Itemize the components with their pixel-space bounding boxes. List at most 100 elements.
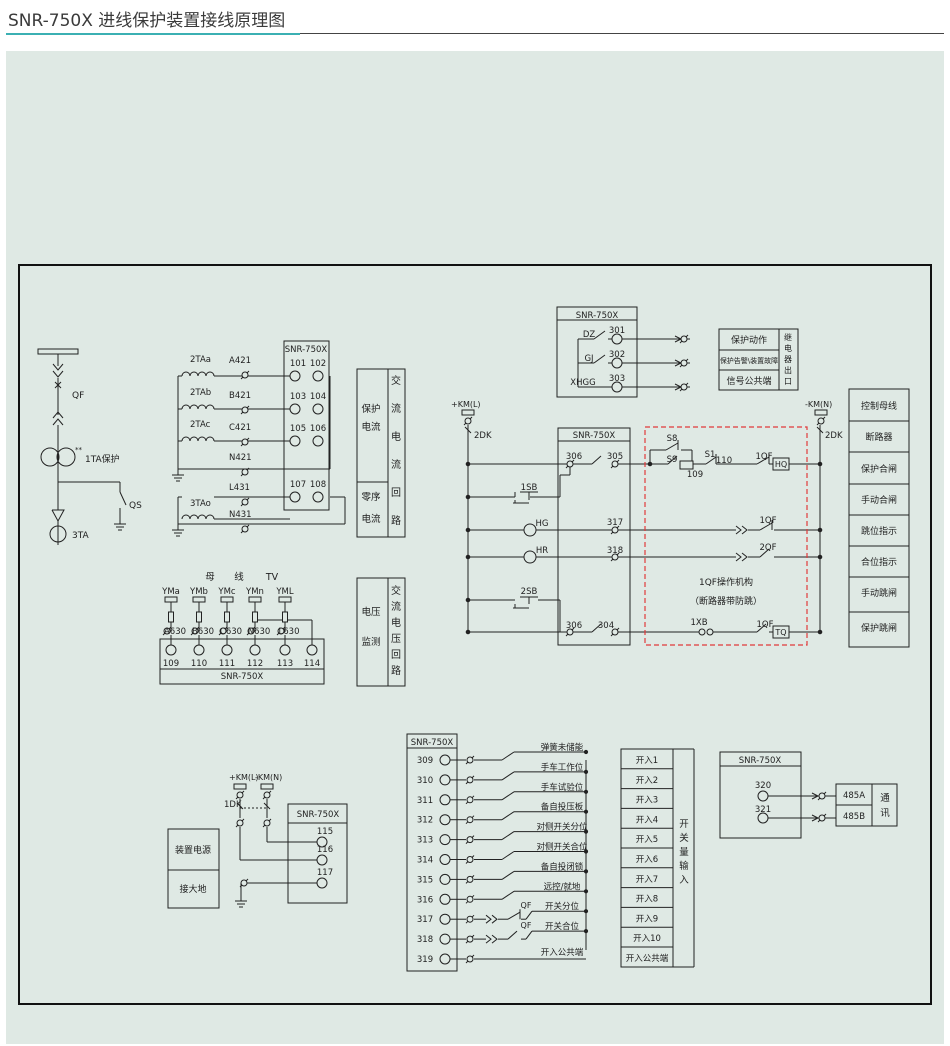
button-label: 2SB [521,587,538,597]
wire [464,426,472,434]
device-label: SNR-750X [739,756,782,766]
terminal-number: 110 [191,659,207,669]
plug-connector [485,934,498,944]
glyph: 交 [391,584,401,597]
wire [501,890,515,900]
wire-label: C630 [220,627,242,637]
terminal-block-circle [236,791,244,799]
xb-terminal [706,628,714,636]
fuse-element [282,611,288,623]
ta3-label: 3TA [72,531,90,541]
junction-dot [583,869,589,874]
glyph: 流 [391,600,401,613]
terminal-number: 106 [310,424,326,434]
terminal-block-circle [263,819,271,827]
device-label: SNR-750X [576,311,619,321]
side-label-vertical: 交流电流回路 [391,374,401,527]
terminal-number: 317 [607,518,623,528]
input-label: 远控/就地 [544,881,581,892]
terminal-circle [279,644,291,656]
coil-label: HQ [775,460,787,469]
terminal-block-circle [818,814,826,822]
input-label: 手车试验位 [541,782,584,793]
fuse-holder [220,596,234,603]
terminal-circle [439,854,451,865]
terminal-block-circle [466,776,474,784]
contact-label: QF [521,901,532,910]
junction-dot [583,889,589,894]
terminal-number: 303 [609,374,625,384]
control-label-frame [848,388,910,648]
signal-label: 保护告警\装置故障 [720,356,778,365]
terminal-number: 112 [247,659,263,669]
comm-label-frame [835,783,898,827]
disconnect-chevron [52,418,64,426]
glyph: 回 [391,649,401,661]
terminal-block-circle [466,796,474,804]
side-label-vertical: 开关量输入 [679,819,689,886]
signal-label: 信号公共端 [726,375,771,387]
terminal-circle [439,893,451,905]
km-label: +KM(L) [451,400,481,409]
contact-blade [756,623,767,633]
device-label: SNR-750X [285,345,328,355]
side-label: 监测 [361,636,380,648]
terminal-number: 302 [609,350,625,360]
terminal-number: 115 [317,827,333,837]
terminal-number: 301 [609,326,625,336]
wire [501,811,515,821]
breaker-cross [54,381,62,389]
control-function-label: 断路器 [865,431,892,443]
fuse-holder [248,596,262,603]
terminal-block-circle [263,791,271,799]
xb-terminal [698,628,706,636]
terminal-circle [611,357,623,369]
terminal-circle [611,381,623,393]
input-label: 手车工作位 [541,762,584,773]
fuse-holder [278,596,292,603]
terminal-number: 110 [716,456,732,466]
wire-label: L431 [229,483,250,493]
terminal-circle [193,644,205,656]
input-label: 备自投压板 [541,802,584,813]
wire-label: A421 [229,356,251,366]
header-rule-accent [6,33,300,35]
control-function-label: 手动跳闸 [861,587,897,599]
device-label: SNR-750X [297,810,340,820]
comm-port-label: 485B [843,812,865,822]
terminal-circle [316,854,328,866]
ct-ring [40,447,60,467]
wire [501,791,515,801]
terminal-circle [312,491,324,503]
glyph: 路 [391,514,401,527]
terminal-circle [165,644,177,656]
terminal-block-circle [611,628,619,636]
lamp-label: HG [536,519,549,529]
input-label: 开关合位 [545,921,580,932]
wire [501,851,515,860]
dk-label: 1DK [224,800,242,810]
contact-label: QF [521,921,532,930]
terminal-block-circle [219,627,227,635]
junction-dot [465,554,471,560]
terminal-number: 313 [417,836,433,846]
terminal-circle [312,370,324,382]
wire-label: B421 [229,391,251,401]
terminal-number: 116 [317,845,333,855]
ct-polarity-mark: ** [75,446,83,454]
dk-label: 2DK [825,431,843,441]
terminal-number: 321 [755,805,771,815]
terminal-block-circle [611,460,619,468]
control-function-label: 保护合闸 [861,463,897,475]
fuse-holder [260,783,274,790]
side-label-vertical: 交流电压回路 [391,584,401,677]
contact-blade [507,930,518,940]
terminal-number: 109 [163,659,179,669]
disconnect-chevron [52,411,64,419]
terminal-circle [289,435,301,447]
terminal-circle [439,933,451,945]
fuse-element [168,611,174,623]
input-channel-label: 开入9 [636,914,658,924]
terminal-block-circle [818,792,826,800]
junction-dot [583,809,589,814]
